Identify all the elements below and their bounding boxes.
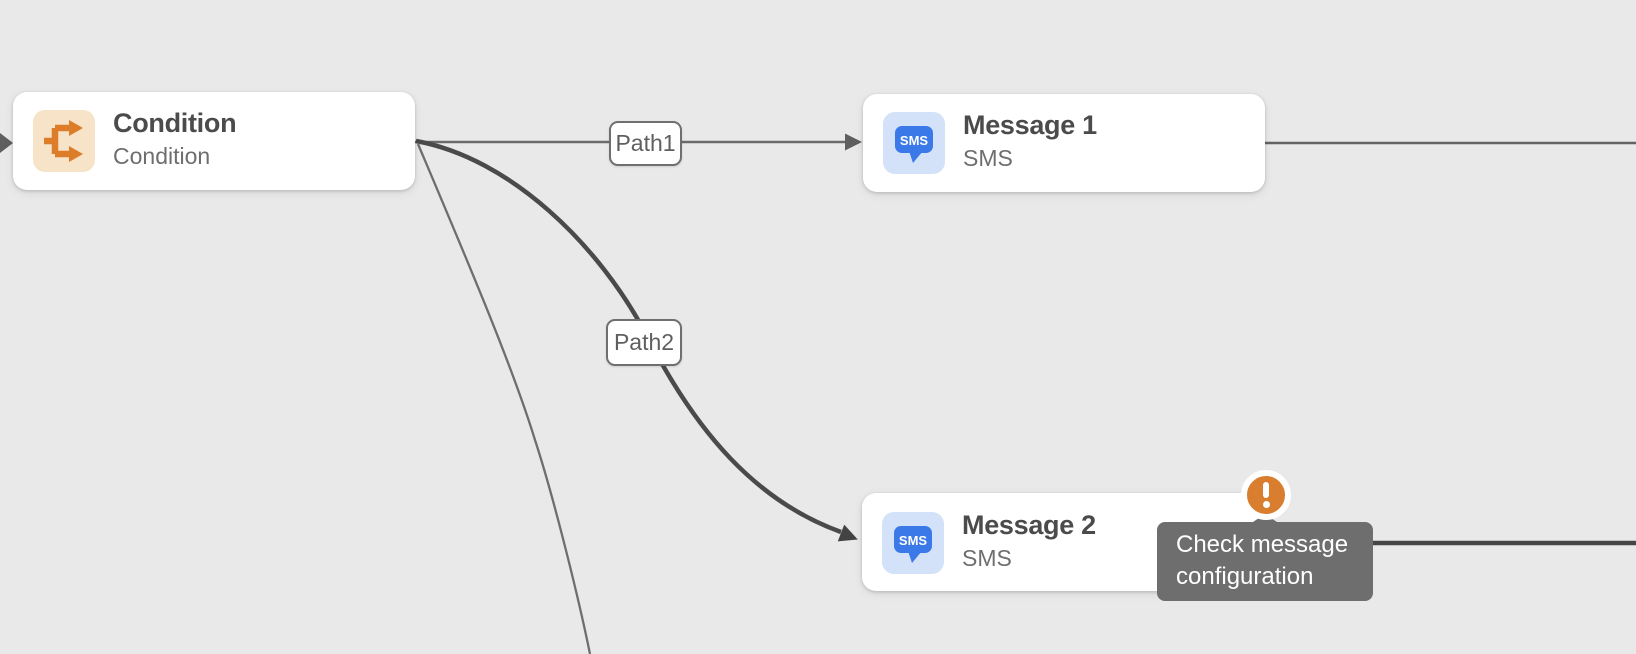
error-badge[interactable] xyxy=(1241,470,1291,520)
edge-arrowhead-message1-icon xyxy=(845,133,862,151)
edge-arrowhead-message2-icon xyxy=(837,524,858,542)
sms-chat-bubble-icon: SMS xyxy=(883,112,945,174)
node-title: Message 1 xyxy=(963,110,1097,140)
edge-label-text: Path2 xyxy=(613,329,675,355)
edge-condition-branch3 xyxy=(416,143,592,654)
branch-split-icon xyxy=(33,110,95,172)
exclamation-icon xyxy=(1262,482,1270,508)
node-subtitle: Condition xyxy=(113,143,211,169)
node-title: Condition xyxy=(113,108,237,138)
error-tooltip: Check message configuration xyxy=(1157,514,1373,601)
tooltip-line2: configuration xyxy=(1176,563,1314,590)
edge-label-path2[interactable]: Path2 xyxy=(606,319,682,366)
incoming-edge-arrowhead-icon xyxy=(0,133,13,153)
node-condition[interactable]: Condition Condition xyxy=(13,92,415,190)
edge-label-text: Path1 xyxy=(615,130,676,156)
tooltip-line1: Check message xyxy=(1176,531,1349,558)
edge-label-path1[interactable]: Path1 xyxy=(609,121,682,166)
sms-chat-bubble-icon: SMS xyxy=(882,512,944,574)
node-subtitle: SMS xyxy=(963,145,1013,171)
svg-text:SMS: SMS xyxy=(899,533,928,548)
svg-text:SMS: SMS xyxy=(900,133,929,148)
node-subtitle: SMS xyxy=(962,545,1012,571)
node-title: Message 2 xyxy=(962,510,1096,540)
node-message1[interactable]: SMS Message 1 SMS xyxy=(863,94,1265,192)
